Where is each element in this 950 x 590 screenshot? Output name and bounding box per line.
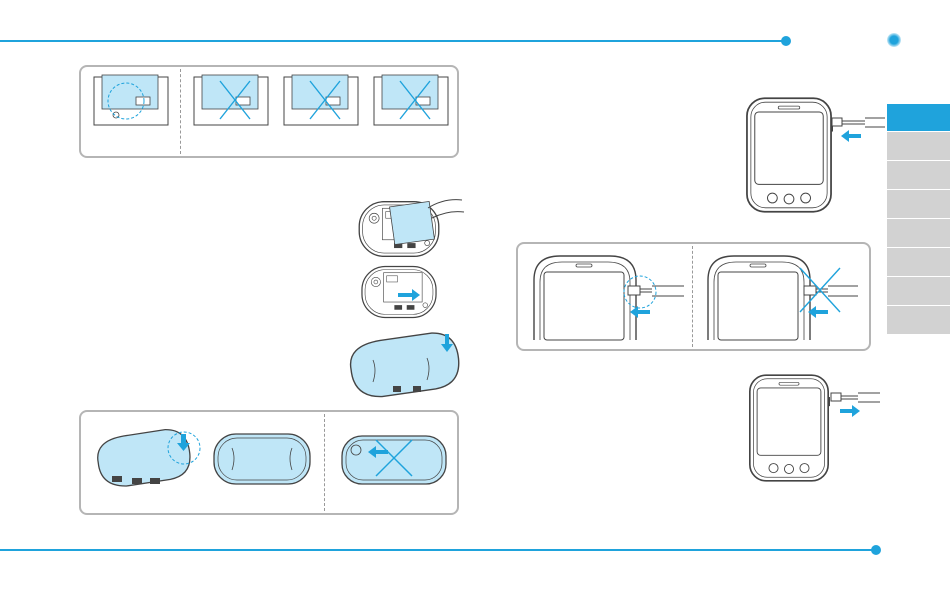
section-tab-1[interactable]	[887, 104, 950, 132]
section-tab-2[interactable]	[887, 132, 950, 161]
figure-cover-closed	[212, 432, 312, 488]
section-tab-7[interactable]	[887, 277, 950, 306]
page-marker-dot	[887, 33, 901, 47]
panel-divider	[324, 414, 325, 511]
panel-divider	[180, 69, 181, 154]
top-rule	[0, 40, 786, 42]
figure-phone-charger-connect	[745, 90, 885, 225]
section-tab-6[interactable]	[887, 248, 950, 277]
top-rule-end-dot	[781, 36, 791, 46]
figure-cover-latch-correct	[92, 424, 204, 488]
figure-battery-slot-correct	[92, 73, 170, 129]
arrow-icon	[841, 130, 861, 142]
section-tab-3[interactable]	[887, 161, 950, 190]
figure-phone-charger-disconnect	[748, 363, 888, 498]
arrow-icon	[808, 306, 828, 318]
section-tab-4[interactable]	[887, 190, 950, 219]
figure-cover-latch-wrong	[338, 432, 450, 490]
figure-battery-slot-wrong-3	[372, 73, 450, 129]
figure-charger-wrong	[700, 250, 860, 340]
section-tab-8[interactable]	[887, 306, 950, 335]
figure-charger-correct	[526, 250, 686, 340]
figure-insert-battery	[340, 196, 465, 258]
arrow-icon	[840, 405, 860, 417]
panel-divider	[692, 246, 693, 347]
figure-battery-slot-wrong-2	[282, 73, 360, 129]
figure-battery-slot-wrong-1	[192, 73, 270, 129]
bottom-rule-end-dot	[871, 545, 881, 555]
figure-attach-back-cover	[343, 330, 465, 400]
section-tabs	[887, 104, 950, 335]
bottom-rule	[0, 549, 876, 551]
figure-lock-battery	[340, 265, 465, 320]
section-tab-5[interactable]	[887, 219, 950, 248]
